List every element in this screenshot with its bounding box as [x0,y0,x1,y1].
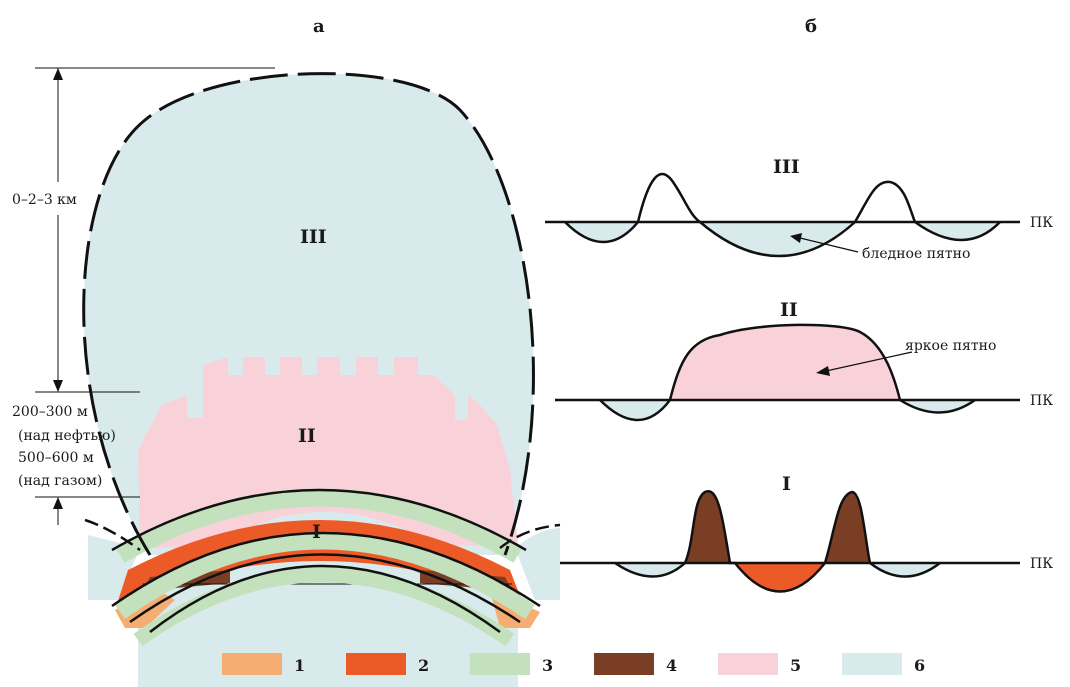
legend-swatch-6 [842,653,902,675]
legend-swatch-4 [594,653,654,675]
oil-note-label: (над нефтью) [18,428,116,444]
oil-depth-label: 200–300 м [12,404,88,420]
depth-range-label: 0–2–3 км [12,192,77,208]
profile-ii-label: II [780,299,798,321]
legend-swatch-2 [346,653,406,675]
legend-label-3: 3 [542,656,553,675]
right-side-blue-block [515,528,560,600]
legend-label-2: 2 [418,656,429,675]
legend-swatch-3 [470,653,530,675]
zone-label-ii: II [298,425,316,447]
profile-i: I ПК [560,473,1053,592]
profile-iii-label: III [773,156,800,178]
left-panel: III II I 0–2–3 км 200–300 м (над нефтью)… [12,68,560,687]
gas-depth-label: 500–600 м [18,450,94,466]
profile-i-baseline-label: ПК [1030,556,1053,572]
panel-letter-b: б [805,16,817,37]
legend-label-6: 6 [914,656,925,675]
pale-spot-annotation: бледное пятно [862,246,970,262]
panel-letter-a: а [313,16,325,37]
profile-ii: II ПК яркое пятно [555,299,1053,420]
gas-note-label: (над газом) [18,473,102,489]
bright-spot-annotation: яркое пятно [905,338,996,354]
profile-iii-baseline-label: ПК [1030,215,1053,231]
legend-label-4: 4 [666,656,677,675]
legend-label-5: 5 [790,656,801,675]
zone-label-i: I [312,521,321,543]
zone-label-iii: III [300,226,327,248]
profile-i-label: I [782,473,791,495]
legend-label-1: 1 [294,656,305,675]
profile-ii-baseline-label: ПК [1030,393,1053,409]
legend-swatch-5 [718,653,778,675]
profile-iii: III ПК бледное пятно [545,156,1053,262]
legend-swatch-1 [222,653,282,675]
right-panel: III ПК бледное пятно II ПК яркое пятно [545,156,1053,592]
